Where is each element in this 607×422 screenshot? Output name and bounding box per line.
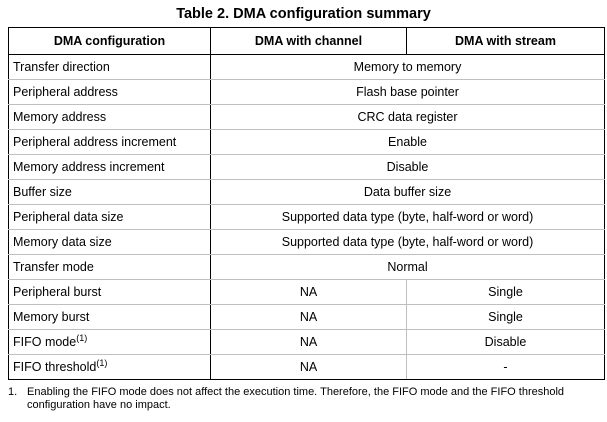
- header-dma-configuration: DMA configuration: [8, 27, 211, 55]
- row-param: Transfer direction: [8, 54, 211, 80]
- row-value-merged: Supported data type (byte, half-word or …: [210, 229, 605, 255]
- header-dma-with-stream: DMA with stream: [406, 27, 605, 55]
- row-value-merged: CRC data register: [210, 104, 605, 130]
- row-param: Peripheral burst: [8, 279, 211, 305]
- row-value-stream: Single: [406, 304, 605, 330]
- table-row: FIFO mode(1) NA Disable: [8, 329, 605, 355]
- row-param: Peripheral data size: [8, 204, 211, 230]
- row-value-channel: NA: [210, 304, 407, 330]
- table-row: Memory burst NA Single: [8, 304, 605, 330]
- row-param: FIFO threshold(1): [8, 354, 211, 380]
- table-header-row: DMA configuration DMA with channel DMA w…: [8, 27, 605, 55]
- row-value-stream: Single: [406, 279, 605, 305]
- table-row: Transfer direction Memory to memory: [8, 54, 605, 80]
- row-value-channel: NA: [210, 354, 407, 380]
- row-value-merged: Disable: [210, 154, 605, 180]
- row-param: Memory data size: [8, 229, 211, 255]
- table-row: Memory data size Supported data type (by…: [8, 229, 605, 255]
- table-row: Buffer size Data buffer size: [8, 179, 605, 205]
- row-value-merged: Supported data type (byte, half-word or …: [210, 204, 605, 230]
- row-param: Memory address: [8, 104, 211, 130]
- row-value-merged: Normal: [210, 254, 605, 280]
- row-param-label: FIFO threshold: [13, 360, 97, 374]
- row-value-merged: Enable: [210, 129, 605, 155]
- footnote-text: Enabling the FIFO mode does not affect t…: [27, 386, 565, 411]
- row-value-merged: Flash base pointer: [210, 79, 605, 105]
- row-param: Transfer mode: [8, 254, 211, 280]
- row-value-merged: Data buffer size: [210, 179, 605, 205]
- row-param: Memory address increment: [8, 154, 211, 180]
- table-row: Peripheral data size Supported data type…: [8, 204, 605, 230]
- row-value-stream: Disable: [406, 329, 605, 355]
- dma-config-table: DMA configuration DMA with channel DMA w…: [8, 27, 605, 380]
- table-row: Peripheral address increment Enable: [8, 129, 605, 155]
- row-param-label: FIFO mode: [13, 335, 77, 349]
- row-value-merged: Memory to memory: [210, 54, 605, 80]
- table-row: Peripheral address Flash base pointer: [8, 79, 605, 105]
- table-row: Transfer mode Normal: [8, 254, 605, 280]
- row-param: FIFO mode(1): [8, 329, 211, 355]
- header-dma-with-channel: DMA with channel: [210, 27, 407, 55]
- row-value-channel: NA: [210, 279, 407, 305]
- row-value-stream: -: [406, 354, 605, 380]
- table-row: Memory address CRC data register: [8, 104, 605, 130]
- table-title: Table 2. DMA configuration summary: [176, 6, 431, 22]
- row-param: Peripheral address: [8, 79, 211, 105]
- row-value-channel: NA: [210, 329, 407, 355]
- table-row: FIFO threshold(1) NA -: [8, 354, 605, 380]
- row-param: Peripheral address increment: [8, 129, 211, 155]
- footnote-number: 1.: [8, 386, 18, 398]
- footnote-ref[interactable]: (1): [76, 332, 88, 343]
- table-row: Peripheral burst NA Single: [8, 279, 605, 305]
- row-param: Buffer size: [8, 179, 211, 205]
- row-param: Memory burst: [8, 304, 211, 330]
- footnote-ref[interactable]: (1): [96, 357, 108, 368]
- table-row: Memory address increment Disable: [8, 154, 605, 180]
